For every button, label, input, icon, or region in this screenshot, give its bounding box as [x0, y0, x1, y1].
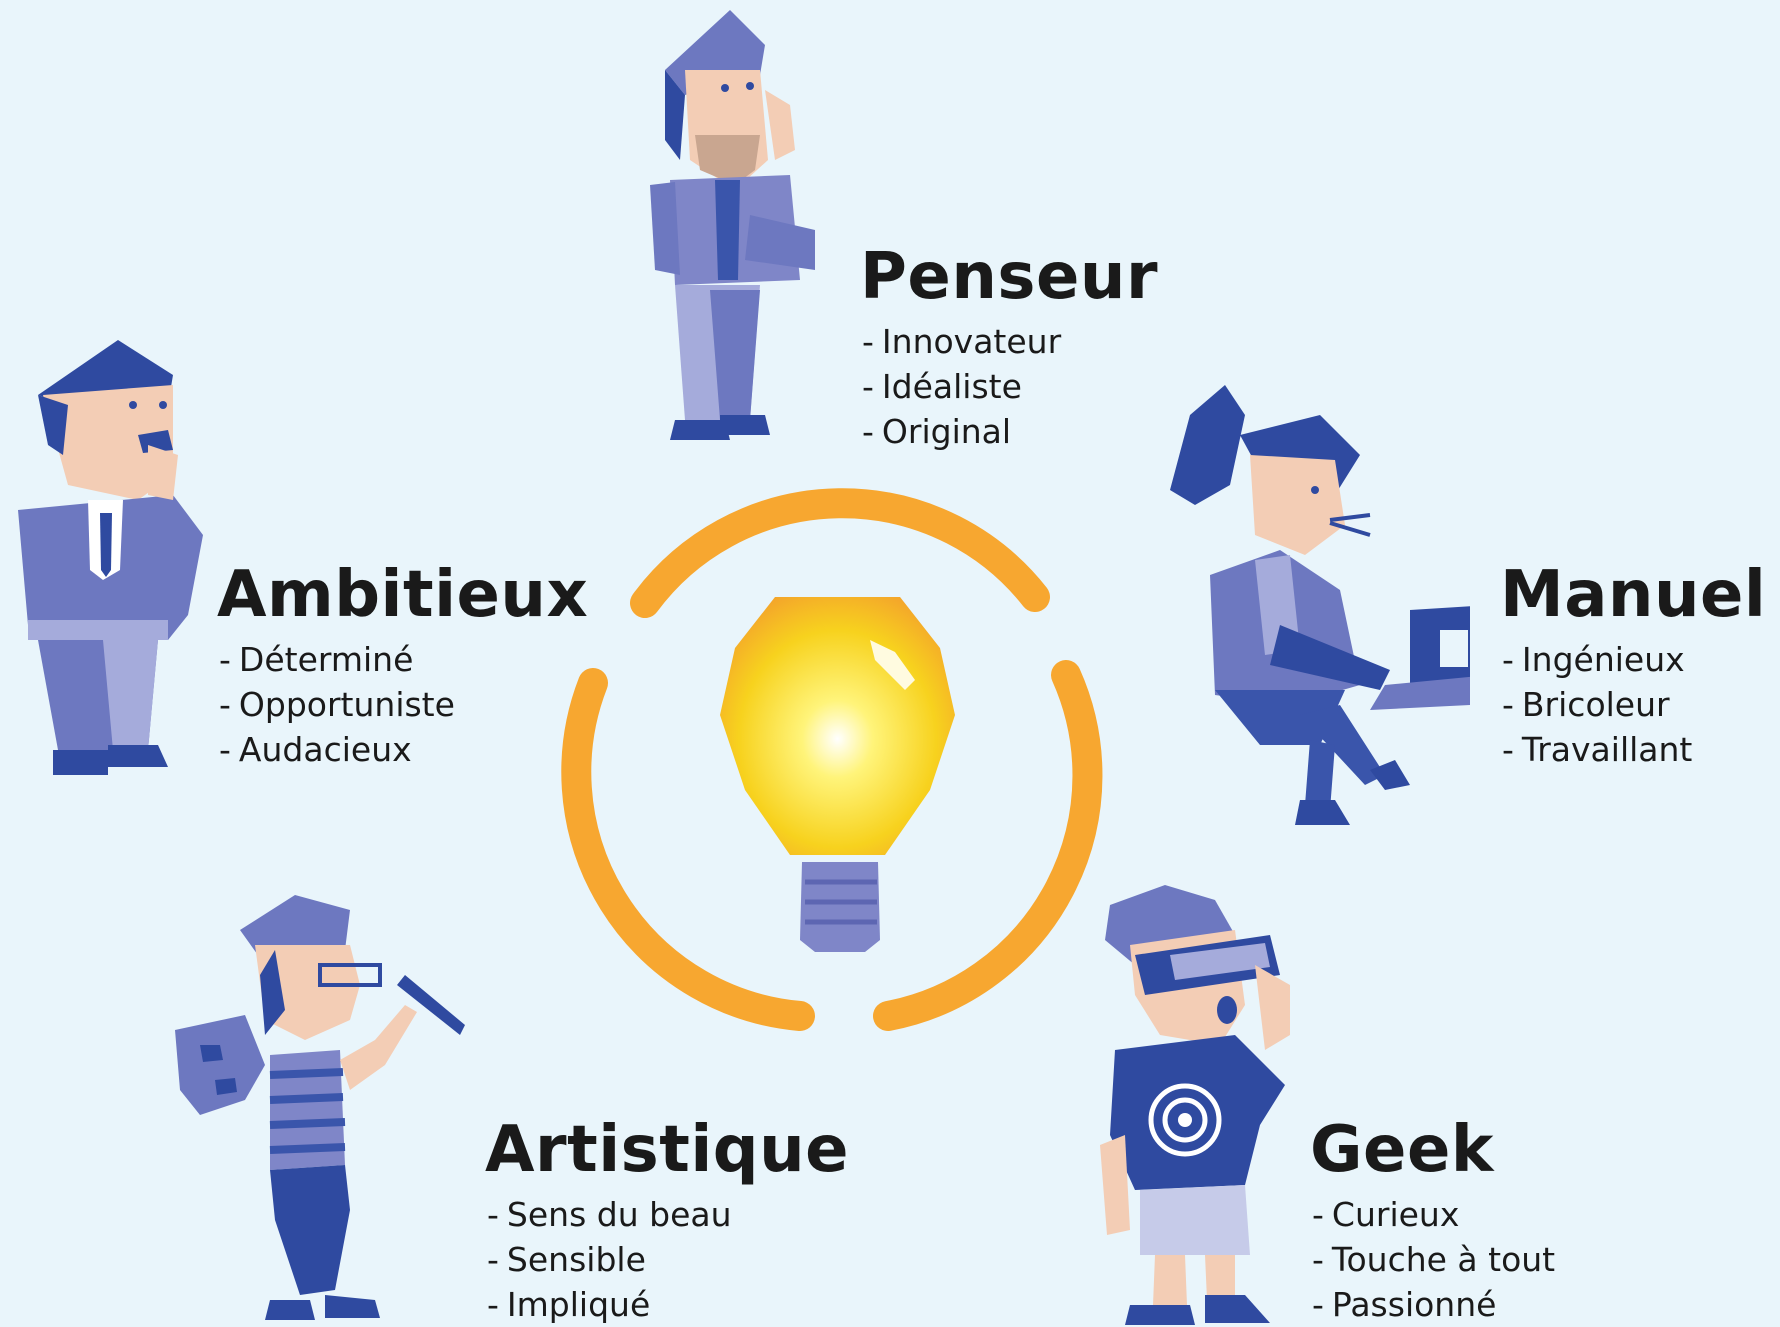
trait-item: -Audacieux: [219, 730, 412, 769]
trait-list: -Sens du beau -Sensible -Impliqué: [487, 1192, 849, 1327]
trait-item: -Sens du beau: [487, 1195, 732, 1234]
trait-item: -Travaillant: [1502, 730, 1693, 769]
trait-item: -Sensible: [487, 1240, 646, 1279]
profile-title: Ambitieux: [217, 558, 589, 632]
trait-item: -Impliqué: [487, 1285, 651, 1324]
trait-list: -Curieux -Touche à tout -Passionné: [1312, 1192, 1555, 1327]
laptop-worker-character-icon: [1170, 385, 1470, 825]
trait-list: -Déterminé -Opportuniste -Audacieux: [219, 637, 588, 772]
trait-item: -Idéaliste: [862, 367, 1022, 406]
trait-item: -Passionné: [1312, 1285, 1497, 1324]
trait-item: -Déterminé: [219, 640, 414, 679]
trait-item: -Innovateur: [862, 322, 1062, 361]
profile-manuel: Manuel -Ingénieux -Bricoleur -Travaillan…: [1500, 563, 1766, 772]
businessman-character-icon: [18, 340, 203, 775]
trait-item: -Curieux: [1312, 1195, 1460, 1234]
ring: [561, 488, 1103, 1031]
ring-segment-left: [561, 668, 815, 1031]
profile-title: Penseur: [860, 240, 1158, 314]
profile-title: Geek: [1310, 1113, 1494, 1187]
trait-item: -Original: [862, 412, 1012, 451]
ring-segment-right: [873, 660, 1103, 1031]
profile-title: Artistique: [485, 1113, 850, 1187]
trait-list: -Innovateur -Idéaliste -Original: [862, 319, 1158, 454]
painter-character-icon: [175, 895, 465, 1320]
trait-item: -Opportuniste: [219, 685, 455, 724]
trait-item: -Bricoleur: [1502, 685, 1670, 724]
trait-item: -Ingénieux: [1502, 640, 1685, 679]
trait-item: -Touche à tout: [1312, 1240, 1556, 1279]
vr-geek-character-icon: [1100, 885, 1290, 1325]
profile-ambitieux: Ambitieux -Déterminé -Opportuniste -Auda…: [217, 563, 588, 772]
thinker-character-icon: [650, 10, 815, 440]
trait-list: -Ingénieux -Bricoleur -Travaillant: [1502, 637, 1766, 772]
ring-segment-top: [630, 488, 1050, 618]
lightbulb-icon: [720, 597, 955, 952]
profile-penseur: Penseur -Innovateur -Idéaliste -Original: [860, 245, 1158, 454]
profile-geek: Geek -Curieux -Touche à tout -Passionné: [1310, 1118, 1555, 1327]
profile-title: Manuel: [1500, 558, 1767, 632]
profile-artistique: Artistique -Sens du beau -Sensible -Impl…: [485, 1118, 849, 1327]
